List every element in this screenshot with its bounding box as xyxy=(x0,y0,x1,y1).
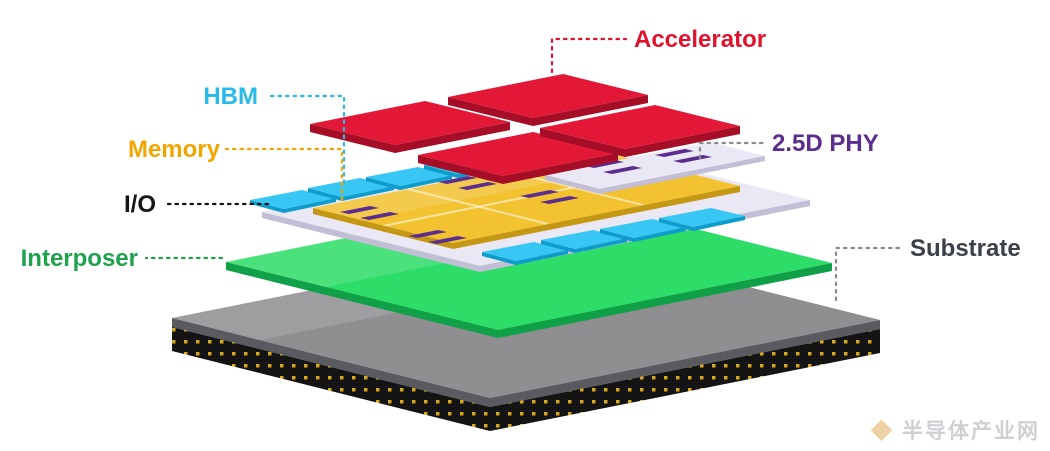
hbm-die xyxy=(308,178,394,197)
phy-leader-line xyxy=(698,141,768,160)
interposer-side-left xyxy=(226,262,498,338)
hbm-die xyxy=(366,167,452,186)
accelerator-die xyxy=(540,105,740,149)
hbm-die xyxy=(482,242,568,261)
hbm-die xyxy=(541,230,627,249)
memory-side-left xyxy=(313,208,453,249)
hbm-die xyxy=(659,208,745,227)
phy-plate xyxy=(545,142,765,194)
phy-block xyxy=(603,166,642,174)
accelerator-die xyxy=(448,74,648,118)
hbm-die-side xyxy=(600,229,634,242)
phy-block xyxy=(585,160,624,168)
hbm-die-side xyxy=(541,240,575,253)
hbm-die-side xyxy=(284,198,336,213)
hbm-die-side xyxy=(424,165,458,178)
watermark-text: 半导体产业网 xyxy=(902,419,1040,443)
accelerator-die-side xyxy=(540,128,625,157)
phy-block xyxy=(408,230,447,238)
interposer-side-right xyxy=(498,263,832,338)
hbm-die-side xyxy=(366,177,400,190)
hbm-die-side xyxy=(634,227,686,242)
hbm-die-side xyxy=(575,238,627,253)
watermark: ◆ 半导体产业网 xyxy=(870,419,1040,443)
accelerator-die-side xyxy=(448,97,533,126)
phy-block xyxy=(520,190,559,198)
hbm-die-side xyxy=(482,252,516,265)
phy-block xyxy=(360,212,399,220)
accelerator-die-side xyxy=(310,124,395,153)
phy-block xyxy=(438,176,477,184)
memory-leader-line xyxy=(224,147,344,202)
accelerator-label: Accelerator xyxy=(634,26,766,53)
hbm-die-side xyxy=(308,188,342,201)
phy-label: 2.5D PHY xyxy=(772,130,879,157)
phy-block xyxy=(540,196,579,204)
hbm-die xyxy=(250,190,336,209)
substrate-edge-left xyxy=(172,318,490,407)
accelerator-die-side xyxy=(503,153,618,184)
hbm-die xyxy=(600,219,686,238)
memory-label: Memory xyxy=(128,136,221,163)
accelerator-die-side xyxy=(395,122,510,153)
phy-block xyxy=(673,155,712,163)
substrate-leader-line xyxy=(834,246,906,302)
memory-side-right xyxy=(453,186,740,249)
phy-blocks-on-dies xyxy=(340,176,579,244)
phy-block xyxy=(458,182,497,190)
leader-lines xyxy=(144,37,906,302)
labels: Accelerator HBM Memory I/O 2.5D PHY Inte… xyxy=(21,26,1021,272)
accelerator-die-side xyxy=(625,126,740,157)
interposer-label: Interposer xyxy=(21,245,138,272)
hbm-label: HBM xyxy=(203,83,258,110)
hbm-leader-line xyxy=(264,94,346,185)
accelerator-die xyxy=(418,132,618,176)
accelerator-die-side xyxy=(533,95,648,126)
phy-plate-top-face xyxy=(545,142,765,189)
accelerator-leader-line xyxy=(550,37,628,74)
hbm-die-side xyxy=(516,250,568,265)
substrate-bga-right xyxy=(490,329,880,431)
substrate-bga-left xyxy=(172,327,490,431)
io-plate-side-left xyxy=(262,212,480,272)
phy-plate-side-right xyxy=(600,156,765,194)
accelerator-die-side xyxy=(418,155,503,184)
hbm-die-side xyxy=(400,175,452,190)
substrate-edge-right xyxy=(490,320,880,407)
watermark-logo-icon: ◆ xyxy=(870,419,894,443)
accelerator-die xyxy=(310,101,510,145)
hbm-die-side xyxy=(659,218,693,231)
phy-block xyxy=(428,236,467,244)
phy-block xyxy=(655,149,694,157)
substrate-label: Substrate xyxy=(910,235,1021,262)
accelerator-dies xyxy=(310,74,740,184)
hbm-die-side xyxy=(693,216,745,231)
phy-plate-side-left xyxy=(545,175,600,194)
phy-block xyxy=(340,206,379,214)
io-label: I/O xyxy=(124,191,156,218)
hbm-die-side xyxy=(342,186,394,201)
